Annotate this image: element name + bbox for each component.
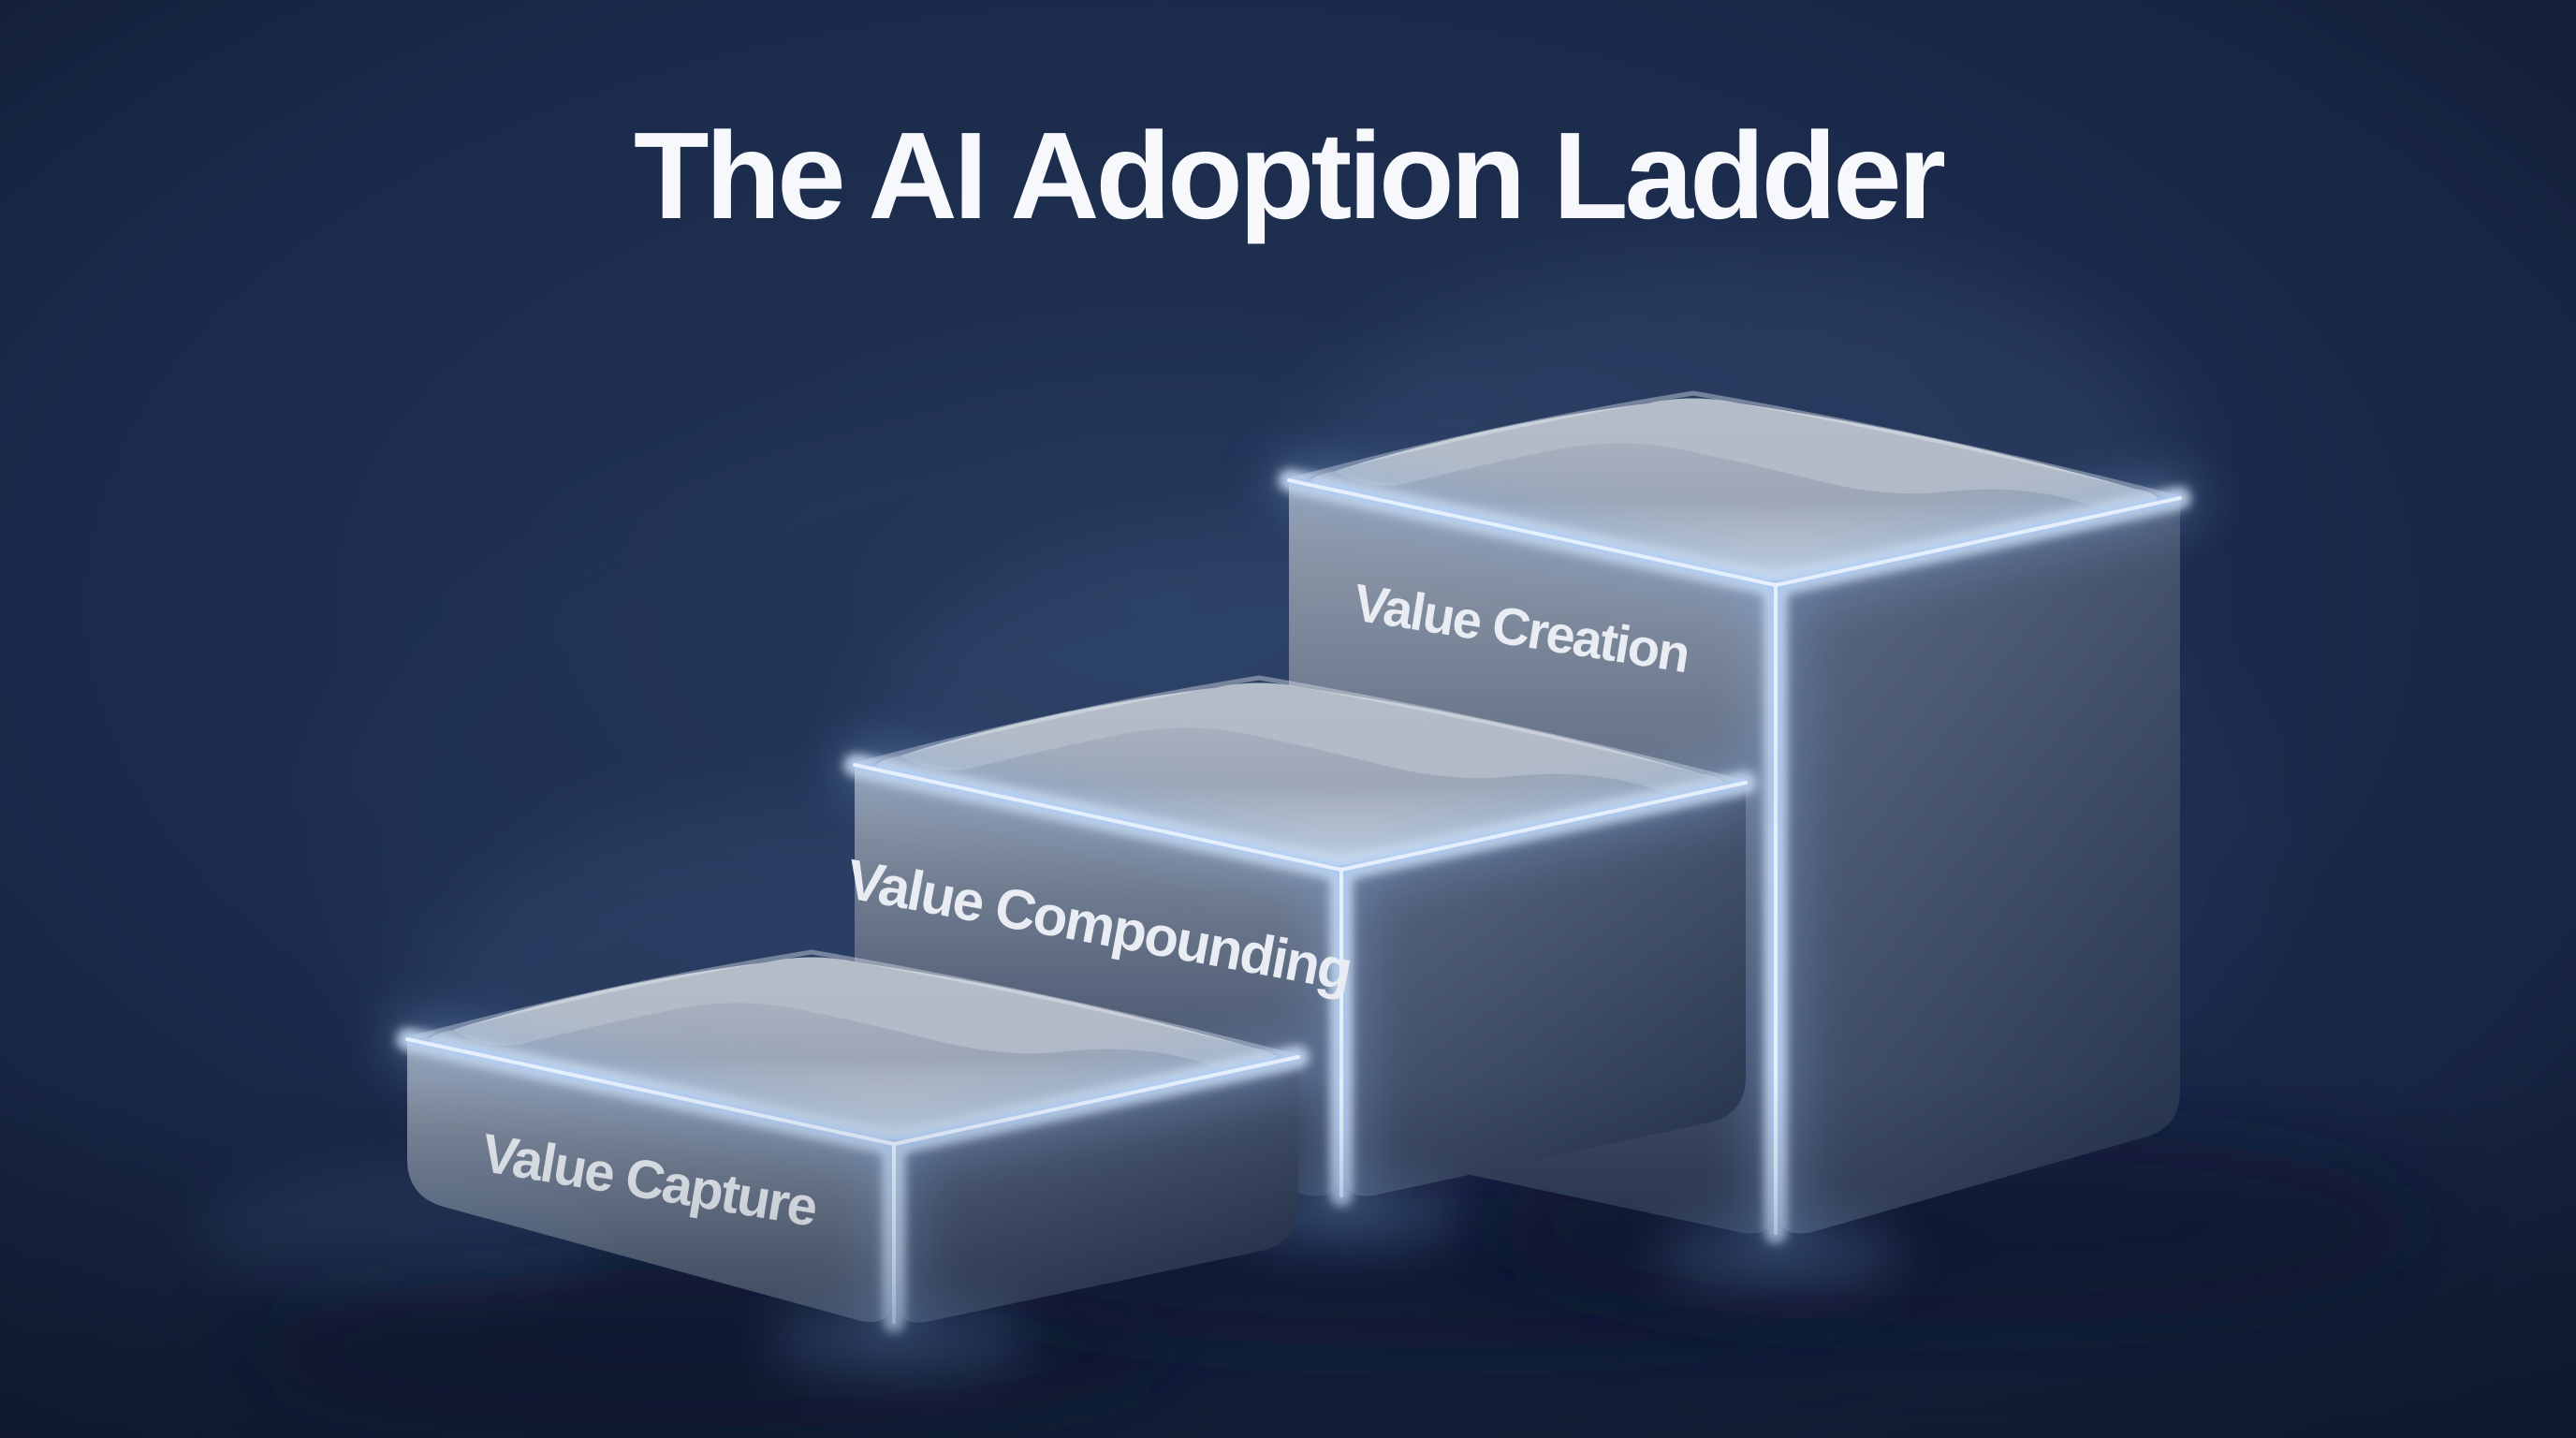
page-title: The AI Adoption Ladder xyxy=(634,107,1945,244)
